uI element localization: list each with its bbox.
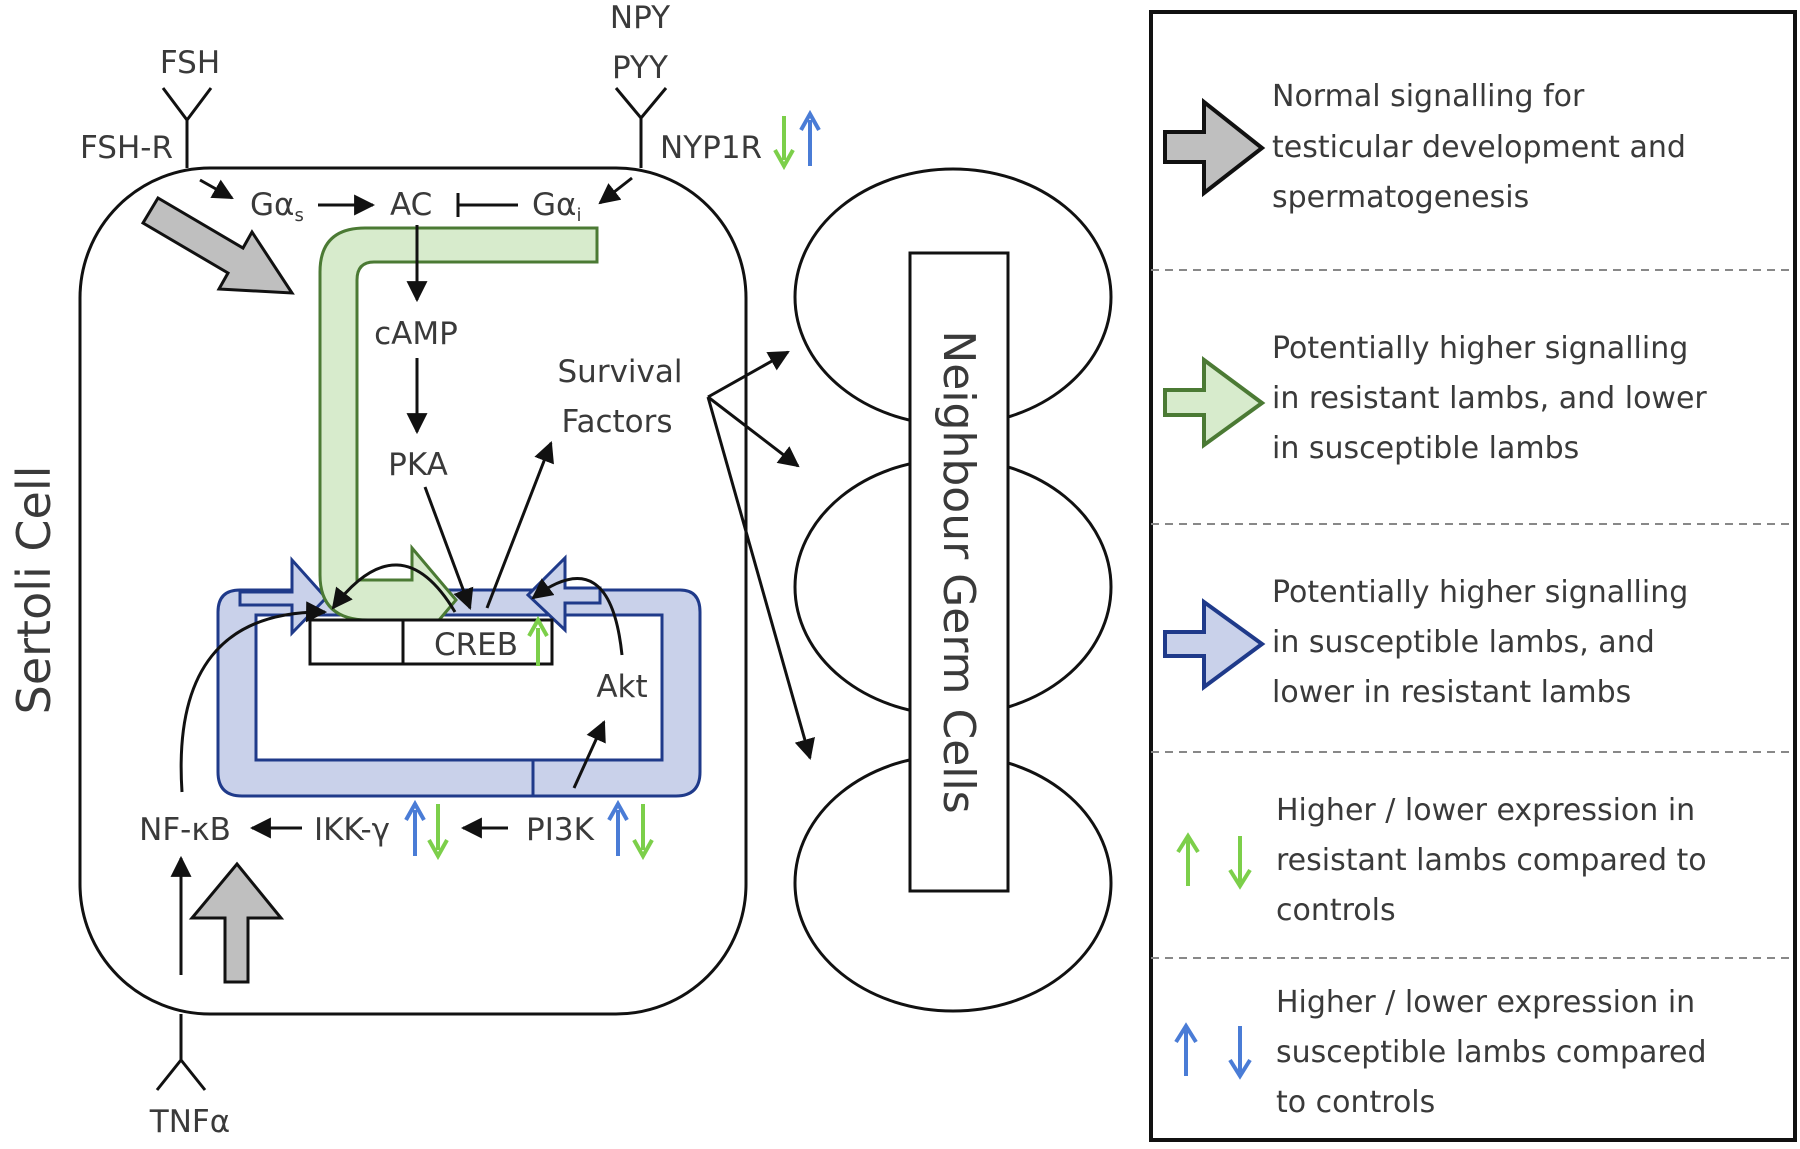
blue-pathway-loop	[216, 588, 702, 798]
arc-arrow-creb-top	[331, 563, 457, 613]
npy-label: NPY	[610, 0, 670, 36]
npy1r-label: NYP1R	[660, 130, 762, 166]
svg-text:testicular development and: testicular development and	[1272, 130, 1686, 165]
svg-text:in susceptible lambs: in susceptible lambs	[1272, 431, 1579, 466]
creb-box	[308, 618, 554, 666]
svg-text:Normal signalling for: Normal signalling for	[1272, 79, 1585, 114]
legend-blue-updown-icon	[1174, 1022, 1252, 1080]
legend-item-blue: Potentially higher signalling in suscept…	[1272, 575, 1688, 710]
pi3k-label: PI3K	[526, 812, 595, 848]
survival-label-1: Survival	[558, 354, 683, 390]
legend-blue-arrow-icon	[1163, 598, 1266, 691]
fsh-receptor	[161, 87, 213, 168]
arrow-npy1r-gai	[598, 176, 633, 205]
svg-text:in susceptible lambs, and: in susceptible lambs, and	[1272, 625, 1655, 660]
legend-green-arrow-icon	[1163, 356, 1266, 449]
legend-item-susceptible-expression: Higher / lower expression in susceptible…	[1276, 985, 1707, 1120]
svg-text:controls: controls	[1276, 893, 1396, 928]
npy1r-receptor	[614, 87, 668, 168]
legend-item-green: Potentially higher signalling in resista…	[1272, 331, 1707, 466]
neighbour-label-box	[908, 251, 1010, 893]
camp-label: cAMP	[374, 316, 458, 352]
legend-item-resistant-expression: Higher / lower expression in resistant l…	[1276, 793, 1707, 928]
fsh-label: FSH	[160, 45, 220, 81]
fsh-r-label: FSH-R	[80, 130, 173, 166]
arrow-fshr-gas	[199, 178, 234, 200]
pka-label: PKA	[388, 447, 448, 483]
creb-label: CREB	[434, 627, 518, 663]
grey-arrow-fsh	[140, 195, 295, 295]
svg-text:Higher / lower expression in: Higher / lower expression in	[1276, 793, 1695, 828]
nfkb-label: NF-κB	[139, 812, 231, 848]
legend-grey-arrow-icon	[1163, 97, 1266, 198]
ikk-label: IKK-γ	[314, 812, 390, 848]
akt-label: Akt	[596, 669, 647, 705]
blue-arrowhead-right	[525, 554, 602, 634]
svg-text:resistant lambs compared to: resistant lambs compared to	[1276, 843, 1707, 878]
pyy-label: PYY	[612, 50, 668, 86]
svg-text:Potentially higher signalling: Potentially higher signalling	[1272, 575, 1688, 610]
svg-text:lower in resistant lambs: lower in resistant lambs	[1272, 675, 1631, 710]
grey-arrow-tnf	[188, 861, 285, 984]
gai-label: Gαi	[532, 187, 581, 226]
arrow-survival-germ1	[707, 350, 790, 399]
arc-arrow-akt-creb	[531, 577, 624, 656]
arrow-pi3k-akt	[572, 720, 606, 789]
svg-text:susceptible lambs compared: susceptible lambs compared	[1276, 1035, 1707, 1070]
svg-text:spermatogenesis: spermatogenesis	[1272, 180, 1529, 215]
svg-text:Potentially higher signalling: Potentially higher signalling	[1272, 331, 1688, 366]
arrow-pka-creb	[423, 486, 474, 610]
neighbour-germ-cells-label: Neighbour Germ Cells	[933, 330, 984, 813]
legend-box	[1149, 10, 1797, 1142]
arc-arrow-nfkb-creb	[179, 601, 328, 793]
gas-label: Gαs	[250, 187, 304, 226]
survival-label-2: Factors	[561, 404, 672, 440]
arrow-survival-germ3	[706, 396, 815, 761]
legend-green-updown-icon	[1176, 832, 1252, 890]
arrow-creb-survival	[485, 441, 554, 609]
svg-text:to controls: to controls	[1276, 1085, 1435, 1120]
tnf-receptor	[155, 1014, 207, 1091]
svg-text:in resistant lambs, and lower: in resistant lambs, and lower	[1272, 381, 1707, 416]
tnf-label: TNFα	[149, 1104, 230, 1140]
legend-item-grey: Normal signalling for testicular develop…	[1272, 79, 1686, 215]
svg-text:Higher / lower expression in: Higher / lower expression in	[1276, 985, 1695, 1020]
sertoli-cell-label: Sertoli Cell	[7, 466, 61, 715]
arrow-survival-germ2	[707, 395, 800, 468]
ac-label: AC	[390, 187, 432, 223]
